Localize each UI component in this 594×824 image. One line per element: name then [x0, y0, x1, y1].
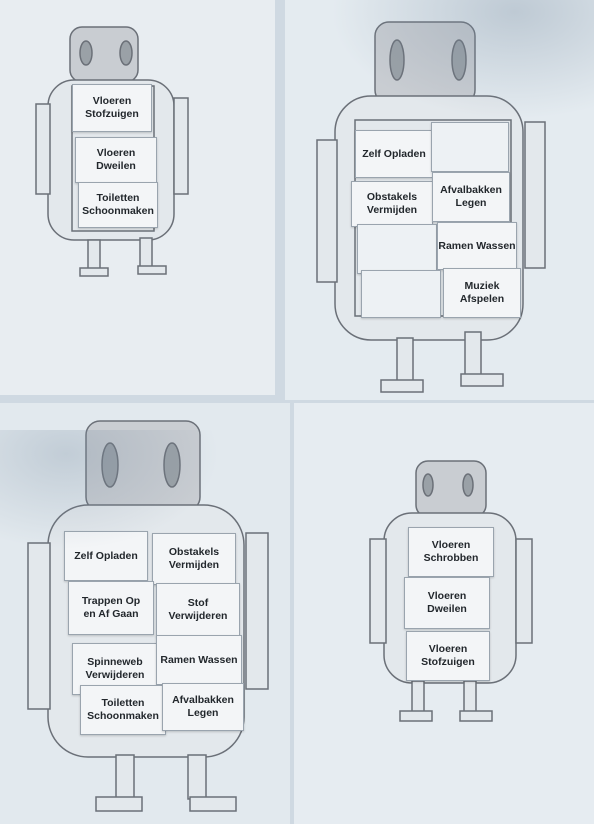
task-card[interactable]: Muziek Afspelen [443, 268, 521, 318]
empty-card-slot[interactable] [361, 270, 441, 318]
task-card[interactable]: Vloeren Stofzuigen [406, 631, 490, 681]
task-card[interactable]: Zelf Opladen [64, 531, 148, 581]
task-card[interactable]: Stof Verwijderen [156, 583, 240, 637]
task-card[interactable]: Ramen Wassen [437, 222, 517, 270]
robot-sheet-4: Vloeren Schrobben Vloeren Dweilen Vloere… [294, 403, 594, 824]
task-card[interactable]: Afvalbakken Legen [432, 172, 510, 222]
task-card[interactable]: Vloeren Schrobben [408, 527, 494, 577]
task-card[interactable]: Trappen Op en Af Gaan [68, 581, 154, 635]
robot-sheet-3: Zelf Opladen Obstakels Vermijden Trappen… [0, 403, 290, 824]
task-card[interactable]: Afvalbakken Legen [162, 683, 244, 731]
task-card[interactable]: Vloeren Dweilen [404, 577, 490, 629]
task-card[interactable]: Ramen Wassen [156, 635, 242, 685]
empty-card-slot[interactable] [357, 224, 437, 274]
robot-sheet-1: Vloeren Stofzuigen Vloeren Dweilen Toile… [0, 0, 275, 395]
robot-sheet-2: Zelf Opladen Obstakels Vermijden Afvalba… [285, 0, 594, 400]
task-card[interactable]: Vloeren Stofzuigen [72, 84, 152, 132]
task-card[interactable]: Obstakels Vermijden [351, 181, 433, 227]
task-card[interactable]: Vloeren Dweilen [75, 137, 157, 183]
task-card[interactable]: Toiletten Schoonmaken [78, 182, 158, 228]
task-card[interactable]: Toiletten Schoonmaken [80, 685, 166, 735]
empty-card-slot[interactable] [431, 122, 509, 172]
task-card[interactable]: Obstakels Vermijden [152, 533, 236, 585]
task-card[interactable]: Zelf Opladen [355, 130, 433, 178]
